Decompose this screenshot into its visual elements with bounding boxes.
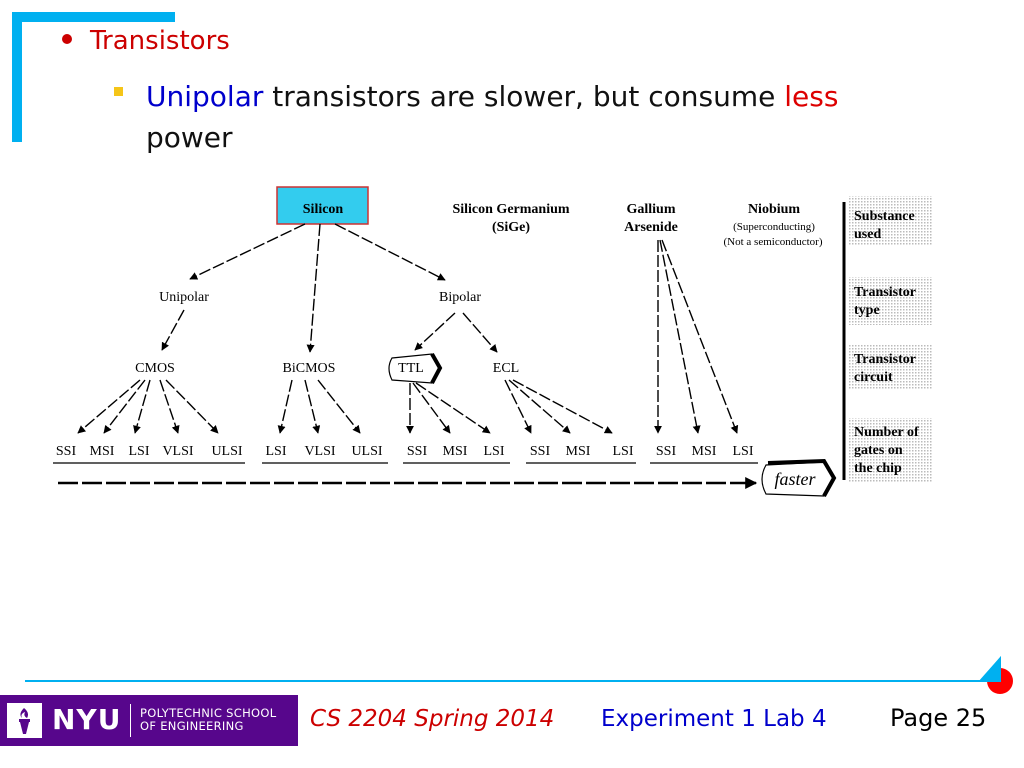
niobium-label: Niobium	[748, 202, 800, 217]
legend-gates-line2: gates on	[854, 443, 903, 458]
legend-substance-box	[849, 196, 933, 246]
arrow-gaas-msi	[659, 239, 701, 434]
legend-substance-line2: used	[854, 227, 881, 242]
bicmos-gate-lsi: LSI	[266, 444, 287, 459]
arrow-silicon-unipolar	[189, 223, 306, 280]
page-number: Page 25	[890, 704, 987, 732]
bipolar-label: Bipolar	[439, 290, 481, 305]
arrow-ttl-lsi	[415, 382, 491, 434]
ttl-label: TTL	[398, 361, 424, 376]
cmos-label: CMOS	[135, 361, 175, 376]
arrow-bicmos-ulsi	[317, 379, 361, 434]
arrow-cmos-ssi	[77, 379, 141, 434]
course-label: CS 2204 Spring 2014	[310, 706, 555, 732]
school-name: POLYTECHNIC SCHOOL OF ENGINEERING	[140, 707, 276, 733]
gaas-gate-ssi: SSI	[656, 444, 677, 459]
legend-type-line1: Transistor	[854, 285, 916, 300]
arrow-cmos-ulsi	[165, 379, 219, 434]
bicmos-gate-vlsi: VLSI	[304, 444, 335, 459]
sub-bullet-end: power	[146, 121, 233, 154]
bullet-square-icon	[114, 87, 123, 96]
sub-bullet-middle: transistors are slower, but consume	[263, 80, 785, 113]
bicmos-gate-ulsi: ULSI	[351, 444, 382, 459]
legend-substance-line1: Substance	[854, 209, 915, 224]
unipolar-label: Unipolar	[159, 290, 209, 305]
faster-label: faster	[774, 469, 816, 489]
corner-bar-vertical	[12, 12, 22, 142]
arrow-bipolar-ecl	[462, 312, 498, 353]
bullet-transistors: Transistors	[62, 26, 230, 56]
bicmos-label: BiCMOS	[283, 361, 336, 376]
sub-bullet-unipolar: Unipolar transistors are slower, but con…	[112, 76, 932, 158]
nyu-wordmark: NYU	[52, 703, 122, 736]
arrow-cmos-lsi	[133, 379, 151, 434]
corner-bar-horizontal	[12, 12, 175, 22]
arrow-bicmos-lsi	[277, 379, 293, 434]
gaas-gate-lsi: LSI	[733, 444, 754, 459]
arrow-cmos-msi	[103, 379, 146, 434]
cmos-gate-msi: MSI	[90, 444, 115, 459]
sub-bullet-less-word: less	[784, 80, 839, 113]
cmos-gate-vlsi: VLSI	[162, 444, 193, 459]
school-name-line1: POLYTECHNIC SCHOOL	[140, 706, 277, 720]
ttl-highlight-shadow	[430, 353, 443, 384]
legend-gates-line3: the chip	[854, 461, 902, 476]
bullet-main-text: Transistors	[90, 26, 230, 56]
ecl-label: ECL	[493, 361, 519, 376]
top-left-corner-decoration	[12, 12, 175, 142]
cmos-gate-lsi: LSI	[129, 444, 150, 459]
arrow-silicon-bicmos	[306, 223, 321, 353]
ecl-gate-lsi: LSI	[613, 444, 634, 459]
arrows-substance-to-type	[161, 223, 498, 353]
school-name-line2: OF ENGINEERING	[140, 719, 244, 733]
sub-bullet-text: Unipolar transistors are slower, but con…	[146, 76, 932, 158]
arrow-cmos-vlsi	[159, 379, 180, 434]
arrow-bipolar-ttl	[414, 312, 456, 351]
arrow-unipolar-cmos	[161, 309, 185, 351]
legend-circuit-line2: circuit	[854, 370, 893, 385]
silicon-box	[276, 186, 369, 225]
niobium-note-line2: (Not a semiconductor)	[724, 236, 823, 248]
legend-type-line2: type	[854, 303, 880, 318]
ttl-gate-lsi: LSI	[484, 444, 505, 459]
ttl-gate-msi: MSI	[443, 444, 468, 459]
ecl-gate-msi: MSI	[566, 444, 591, 459]
arrows-circuit-to-gates	[77, 239, 739, 434]
gaas-label-line2: Arsenide	[624, 220, 678, 235]
niobium-note-line1: (Superconducting)	[733, 221, 815, 233]
sige-label-line1: Silicon Germanium	[452, 202, 569, 217]
cmos-gate-ssi: SSI	[56, 444, 77, 459]
sub-bullet-unipolar-word: Unipolar	[146, 80, 264, 113]
gaas-label-line1: Gallium	[626, 202, 675, 217]
arrow-bicmos-vlsi	[304, 379, 321, 434]
ttl-gate-ssi: SSI	[407, 444, 428, 459]
legend-type-box	[849, 277, 933, 325]
experiment-label: Experiment 1 Lab 4	[601, 706, 827, 732]
faster-badge-shadow	[767, 458, 837, 497]
footer-divider	[25, 680, 987, 682]
gaas-gate-msi: MSI	[692, 444, 717, 459]
legend-circuit-box	[849, 344, 933, 390]
arrow-silicon-bipolar	[334, 223, 446, 281]
torch-icon	[7, 703, 42, 738]
arrow-ttl-msi	[412, 382, 451, 434]
arrow-gaas-lsi	[661, 239, 739, 434]
logo-separator	[130, 704, 131, 737]
arrow-ecl-msi	[508, 379, 571, 434]
gate-labels: SSI MSI LSI VLSI ULSI LSI VLSI ULSI SSI …	[56, 444, 754, 459]
arrow-ecl-ssi	[504, 379, 532, 434]
sige-label-line2: (SiGe)	[492, 220, 530, 235]
bullet-dot-icon	[62, 33, 72, 44]
arrow-ecl-lsi	[512, 379, 613, 434]
legend-circuit-line1: Transistor	[854, 352, 916, 367]
corner-triangle-overlay	[980, 656, 1001, 682]
cmos-gate-ulsi: ULSI	[211, 444, 242, 459]
legend-gates-line1: Number of	[854, 425, 919, 440]
nyu-logo: NYU POLYTECHNIC SCHOOL OF ENGINEERING	[0, 695, 298, 746]
ecl-gate-ssi: SSI	[530, 444, 551, 459]
silicon-label: Silicon	[303, 202, 344, 217]
legend-gates-box	[849, 418, 933, 482]
